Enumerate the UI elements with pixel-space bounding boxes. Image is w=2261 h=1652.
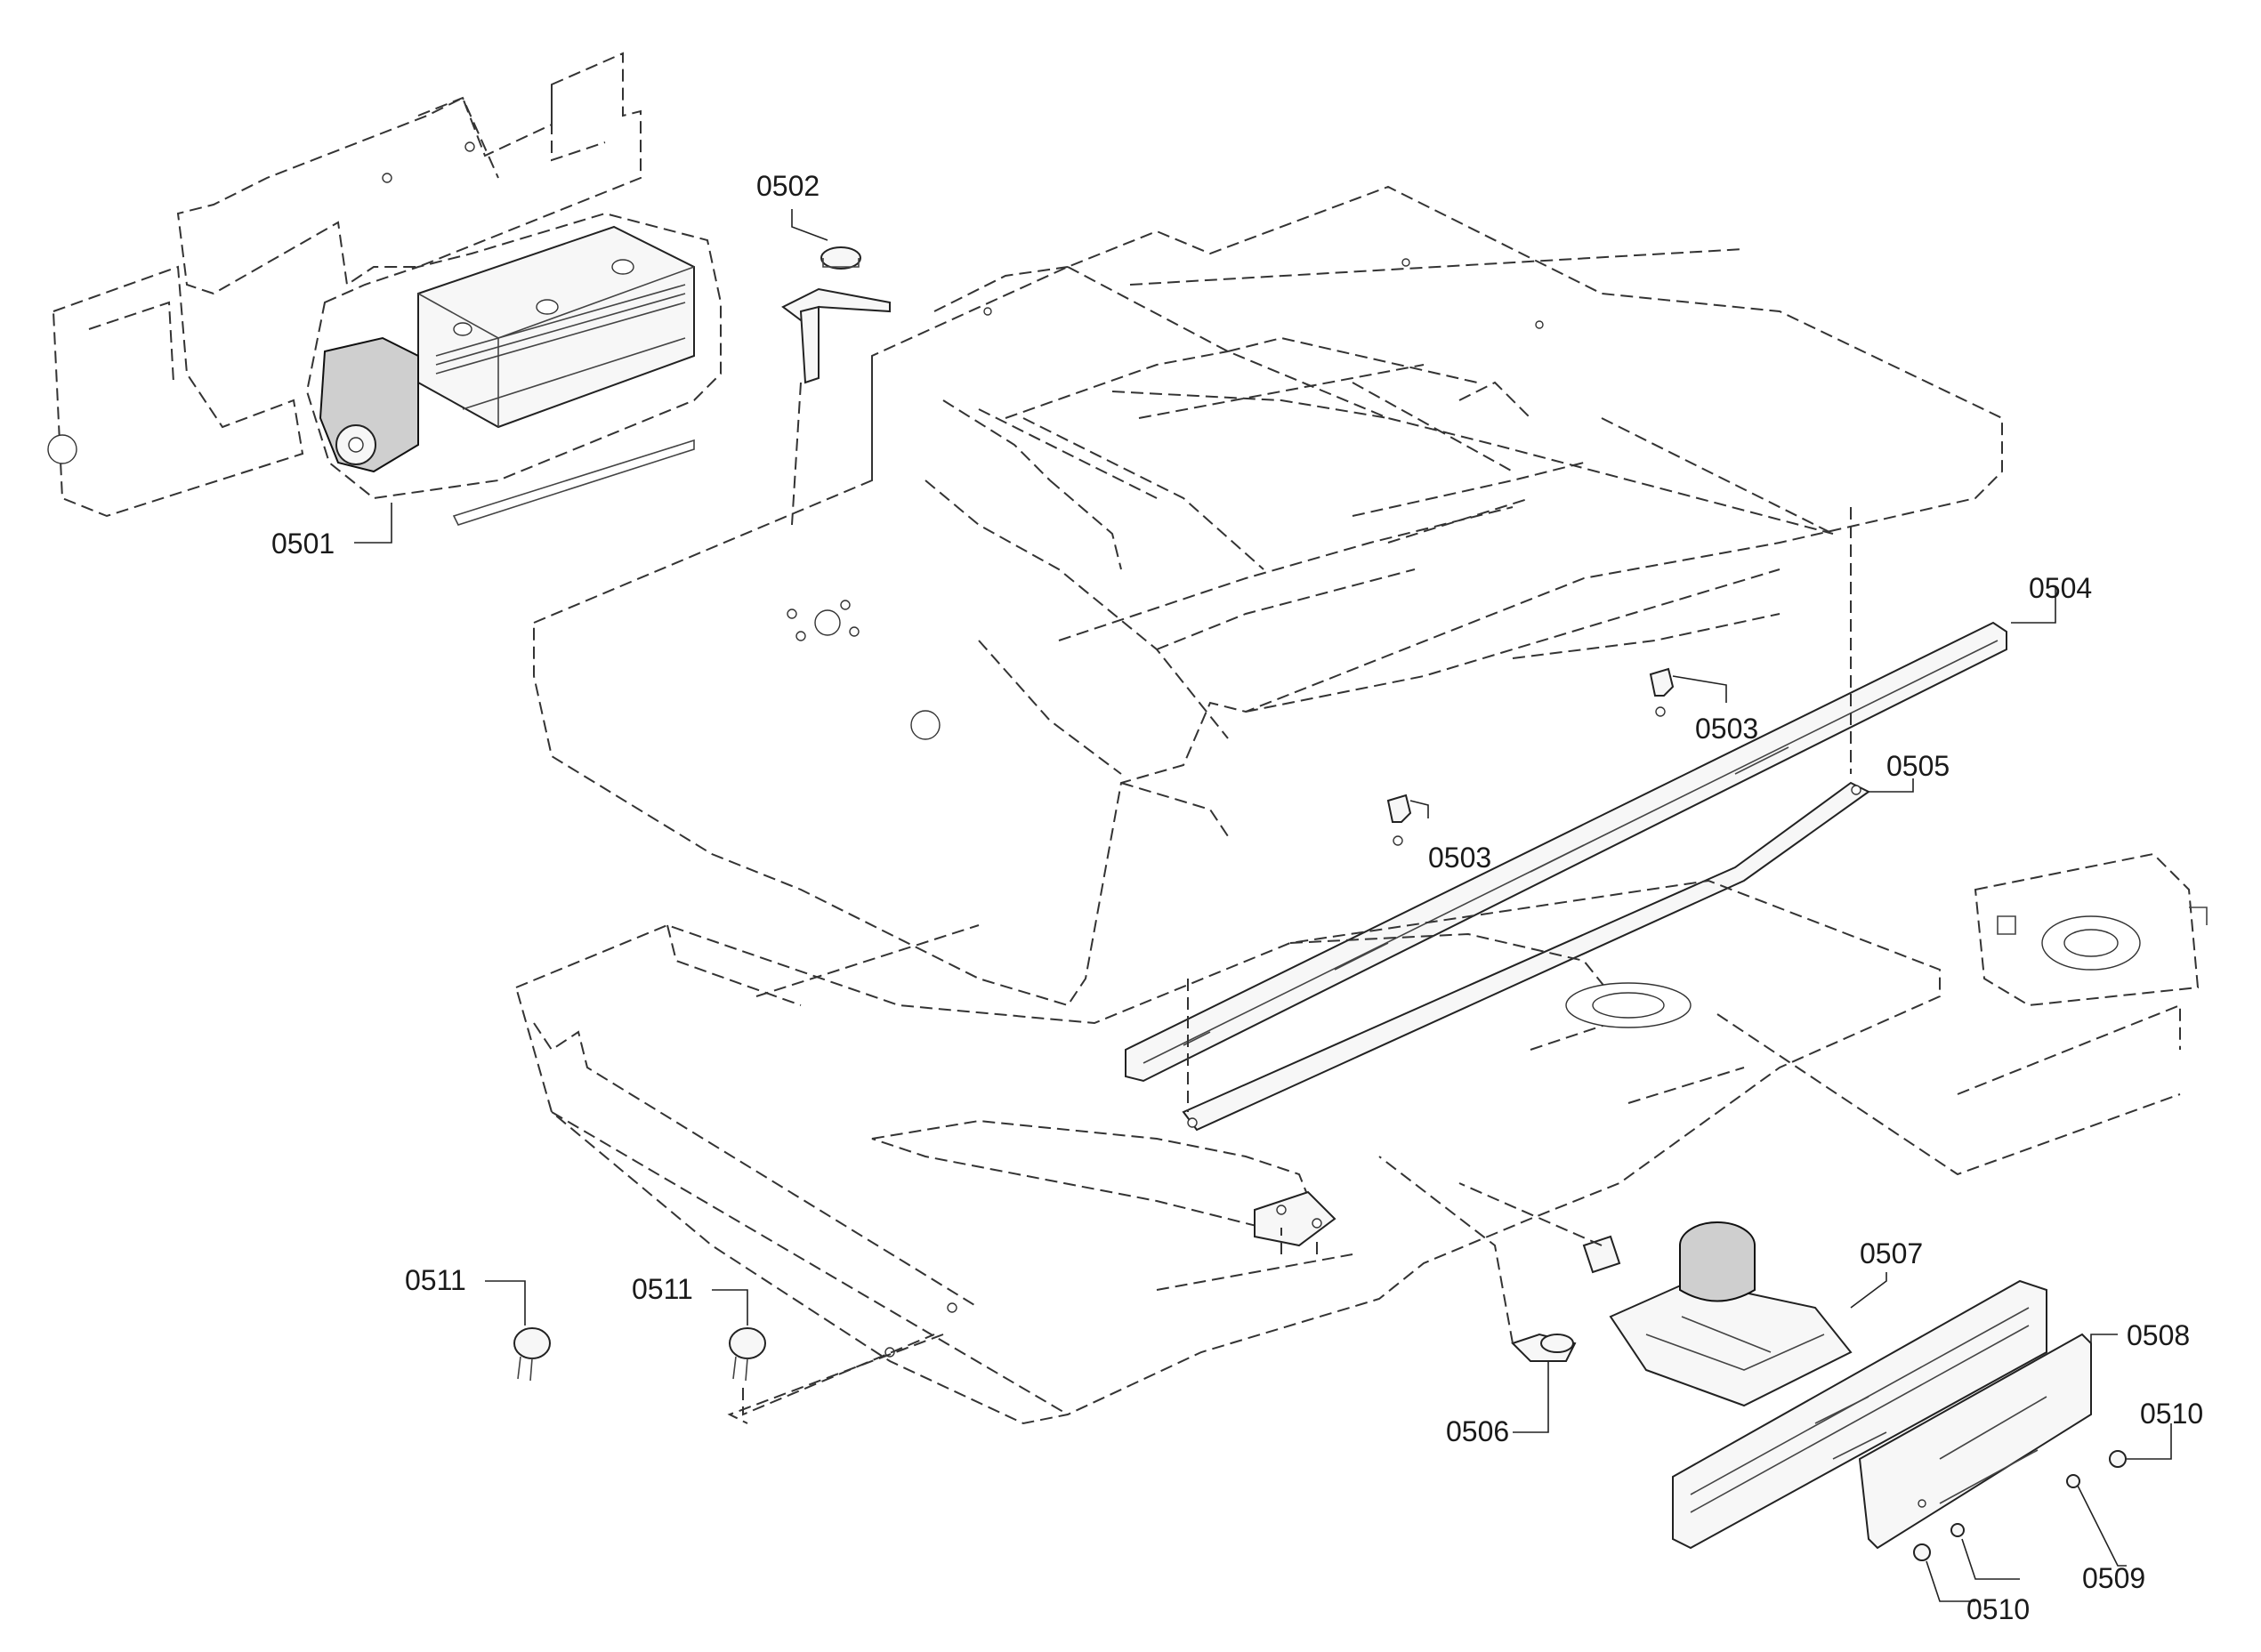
cross-bracket <box>871 1119 1336 1254</box>
label-0508: 0508 <box>2127 1319 2190 1351</box>
side-rail-0504 <box>1125 507 2056 1083</box>
label-0501: 0501 <box>271 528 335 560</box>
thermostat-0506 <box>1378 1156 1577 1433</box>
label-0511-left: 0511 <box>405 1264 466 1296</box>
turntable-motor-0507 <box>1458 1182 1887 1407</box>
base-panel <box>514 879 2181 1425</box>
clip-0511-right <box>712 1289 935 1416</box>
control-bracket <box>1672 1279 2047 1550</box>
plate-0505 <box>1182 778 1914 1132</box>
label-0504: 0504 <box>2029 572 2092 604</box>
screw-0503-upper <box>1649 667 1727 717</box>
motor-housing-0501 <box>305 212 722 544</box>
cavity-top-panel <box>533 185 2003 1007</box>
clip-0511-left <box>485 1280 551 1382</box>
screw-0503-lower <box>1386 794 1429 846</box>
label-0503-lower: 0503 <box>1428 842 1491 874</box>
thermostat-bracket-0502 <box>781 209 891 526</box>
label-0507: 0507 <box>1860 1237 1923 1269</box>
back-panel-assembly <box>47 52 642 518</box>
label-0509: 0509 <box>2082 1562 2145 1594</box>
side-cover-plate <box>1974 852 2208 1007</box>
label-0503-upper: 0503 <box>1695 713 1758 745</box>
label-0502: 0502 <box>756 170 820 202</box>
label-0510-right: 0510 <box>2140 1398 2203 1430</box>
label-0510-bottom: 0510 <box>1966 1593 2030 1625</box>
label-0505: 0505 <box>1886 750 1950 782</box>
control-plate-0508 <box>1858 1333 2118 1550</box>
screws-0509-0510 <box>1913 1423 2172 1602</box>
label-0511-right: 0511 <box>632 1273 693 1305</box>
label-0506: 0506 <box>1446 1415 1509 1447</box>
